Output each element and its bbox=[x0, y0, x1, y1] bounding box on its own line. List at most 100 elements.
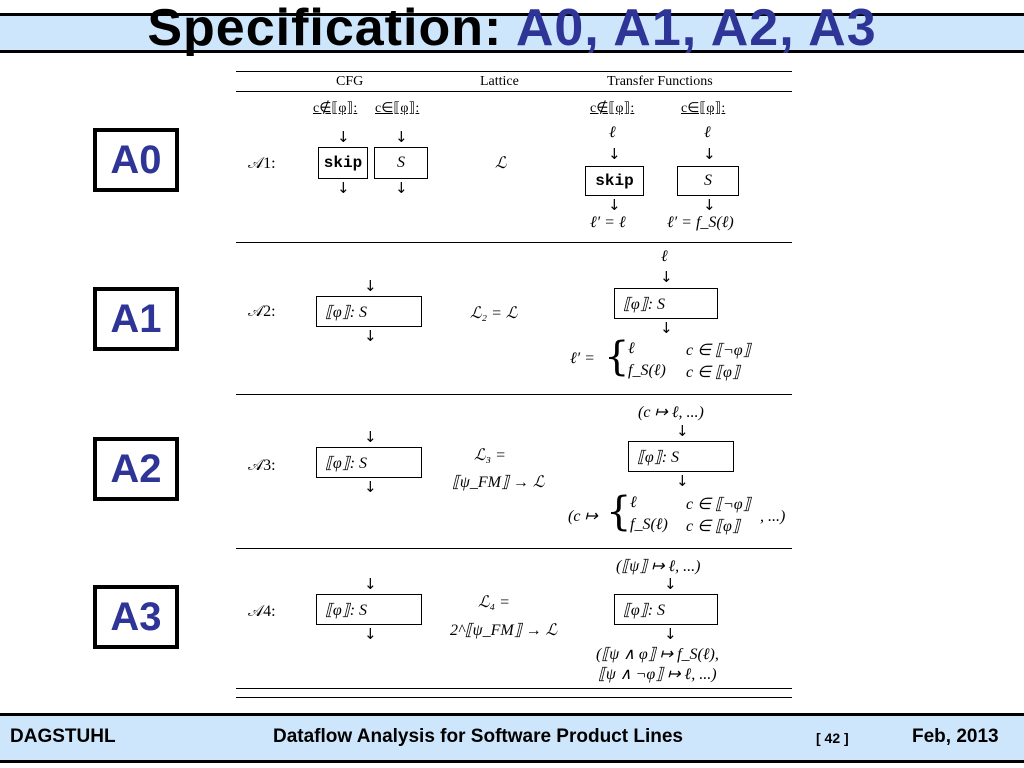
tf-in: (c ↦ ℓ, ...) bbox=[638, 404, 704, 421]
arrow-down-icon: ↓ bbox=[664, 625, 677, 643]
lattice-a2: ℒ₂ = ℒ bbox=[470, 305, 518, 322]
table-bottom-rule bbox=[236, 697, 792, 698]
row-separator bbox=[236, 548, 792, 549]
case2-cond: c ∈ ⟦φ⟧ bbox=[686, 518, 740, 535]
arrow-down-icon: ↓ bbox=[364, 575, 377, 593]
title-sep: , bbox=[779, 0, 809, 57]
case2-val: f_S(ℓ) bbox=[630, 516, 668, 533]
title-part-a2: A2 bbox=[710, 0, 780, 57]
row-separator bbox=[236, 242, 792, 243]
tf-box-phi-s: ⟦φ⟧: S bbox=[614, 594, 718, 625]
label-a3: A3 bbox=[93, 585, 179, 649]
brace-icon: { bbox=[604, 334, 630, 380]
slide-title: Specification: A0, A1, A2, A3 bbox=[0, 0, 1024, 58]
cfg-box-s-text: S bbox=[397, 154, 405, 171]
arrow-down-icon: ↓ bbox=[364, 478, 377, 496]
brace-icon: { bbox=[606, 489, 632, 535]
case1-cond: c ∈ ⟦¬φ⟧ bbox=[686, 342, 751, 359]
arrow-down-icon: ↓ bbox=[703, 145, 716, 163]
tf-in: (⟦ψ⟧ ↦ ℓ, ...) bbox=[616, 558, 701, 575]
arrow-down-icon: ↓ bbox=[608, 196, 621, 214]
tf-out-line2: ⟦ψ ∧ ¬φ⟧ ↦ ℓ, ...) bbox=[598, 666, 717, 683]
arrow-down-icon: ↓ bbox=[364, 428, 377, 446]
tf-out-prefix: (c ↦ bbox=[568, 508, 598, 525]
arrow-down-icon: ↓ bbox=[395, 128, 408, 146]
tf-in-left: ℓ bbox=[609, 124, 616, 141]
arrow-down-icon: ↓ bbox=[337, 179, 350, 197]
case1-val: ℓ bbox=[630, 494, 637, 511]
arrow-down-icon: ↓ bbox=[703, 196, 716, 214]
row-separator bbox=[236, 394, 792, 395]
tf-out-right: ℓ′ = f_S(ℓ) bbox=[667, 214, 734, 231]
cfg-box-phi-s: ⟦φ⟧: S bbox=[316, 447, 422, 478]
arrow-down-icon: ↓ bbox=[364, 327, 377, 345]
tf-box-phi-s: ⟦φ⟧: S bbox=[614, 288, 718, 319]
cfg-cond-right: c∈⟦φ⟧: bbox=[375, 101, 420, 116]
title-band bbox=[0, 13, 1024, 53]
cfg-box-skip-text: skip bbox=[323, 154, 363, 172]
arrow-down-icon: ↓ bbox=[364, 625, 377, 643]
header-transfer: Transfer Functions bbox=[607, 74, 713, 89]
tf-cond-left: c∉⟦φ⟧: bbox=[590, 101, 635, 116]
cfg-box-phi-s: ⟦φ⟧: S bbox=[316, 296, 422, 327]
tf-out-line1: (⟦ψ ∧ φ⟧ ↦ f_S(ℓ), bbox=[596, 646, 719, 663]
footer-venue: DAGSTUHL bbox=[10, 726, 116, 747]
arrow-down-icon: ↓ bbox=[395, 179, 408, 197]
tf-box-s: S bbox=[677, 166, 739, 196]
label-a0: A0 bbox=[93, 128, 179, 192]
tf-box-skip: skip bbox=[585, 166, 644, 196]
case2-cond: c ∈ ⟦φ⟧ bbox=[686, 364, 740, 381]
row-name-a4: 𝒜4: bbox=[248, 603, 276, 620]
row-name-a3: 𝒜3: bbox=[248, 457, 276, 474]
table-bottom-rule bbox=[236, 688, 792, 689]
tf-box-text: ⟦φ⟧: S bbox=[637, 448, 680, 466]
lattice-a4-line2: 2^⟦ψ_FM⟧ → ℒ bbox=[450, 622, 558, 639]
cfg-box-text: ⟦φ⟧: S bbox=[325, 454, 368, 472]
cfg-box-text: ⟦φ⟧: S bbox=[325, 303, 368, 321]
footer: DAGSTUHL Dataflow Analysis for Software … bbox=[0, 713, 1024, 763]
arrow-down-icon: ↓ bbox=[364, 277, 377, 295]
tf-box-skip-text: skip bbox=[595, 172, 634, 190]
case1-cond: c ∈ ⟦¬φ⟧ bbox=[686, 496, 751, 513]
tf-box-text: ⟦φ⟧: S bbox=[623, 295, 666, 313]
title-part-a3: A3 bbox=[808, 0, 877, 57]
footer-date: Feb, 2013 bbox=[912, 726, 999, 747]
title-part-a0: A0 bbox=[515, 0, 585, 57]
title-sep: , bbox=[584, 0, 614, 57]
arrow-down-icon: ↓ bbox=[337, 128, 350, 146]
lattice-a3-line1: ℒ₃ = bbox=[474, 447, 506, 464]
header-lattice: Lattice bbox=[480, 74, 519, 89]
tf-in: ℓ bbox=[661, 248, 668, 265]
tf-out-suffix: , ...) bbox=[760, 508, 786, 525]
cfg-box-skip: skip bbox=[318, 147, 368, 179]
cfg-box-phi-s: ⟦φ⟧: S bbox=[316, 594, 422, 625]
title-sep: , bbox=[681, 0, 711, 57]
cfg-box-s: S bbox=[374, 147, 428, 179]
tf-box-text: ⟦φ⟧: S bbox=[623, 601, 666, 619]
label-a1: A1 bbox=[93, 287, 179, 351]
case1-val: ℓ bbox=[628, 340, 635, 357]
header-cfg: CFG bbox=[336, 74, 364, 89]
tf-out-prefix: ℓ′ = bbox=[570, 350, 595, 367]
tf-cond-right: c∈⟦φ⟧: bbox=[681, 101, 726, 116]
title-lead: Specification: bbox=[147, 0, 516, 57]
arrow-down-icon: ↓ bbox=[664, 575, 677, 593]
cfg-box-text: ⟦φ⟧: S bbox=[325, 601, 368, 619]
tf-box-phi-s: ⟦φ⟧: S bbox=[628, 441, 734, 472]
arrow-down-icon: ↓ bbox=[676, 422, 689, 440]
table-header-rule bbox=[236, 91, 792, 92]
cfg-cond-left: c∉⟦φ⟧: bbox=[313, 101, 358, 116]
tf-box-s-text: S bbox=[704, 172, 712, 189]
row-name-a1: 𝒜1: bbox=[248, 155, 276, 172]
lattice-a3-line2: ⟦ψ_FM⟧ → ℒ bbox=[452, 474, 545, 491]
table-top-rule bbox=[236, 71, 792, 72]
row-name-a2: 𝒜2: bbox=[248, 303, 276, 320]
arrow-down-icon: ↓ bbox=[660, 319, 673, 337]
arrow-down-icon: ↓ bbox=[608, 145, 621, 163]
label-a2: A2 bbox=[93, 437, 179, 501]
case2-val: f_S(ℓ) bbox=[628, 362, 666, 379]
footer-talk-title: Dataflow Analysis for Software Product L… bbox=[273, 726, 683, 747]
tf-out-left: ℓ′ = ℓ bbox=[590, 214, 626, 231]
footer-page-number: [ 42 ] bbox=[816, 730, 849, 746]
arrow-down-icon: ↓ bbox=[676, 472, 689, 490]
